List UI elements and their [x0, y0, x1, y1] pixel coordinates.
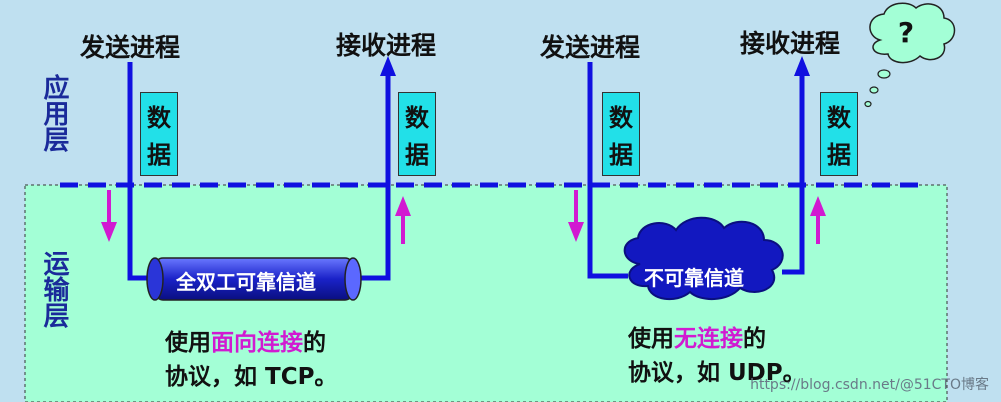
data-char: 据 — [827, 141, 851, 169]
left-send-path — [127, 62, 152, 281]
data-char: 据 — [609, 141, 633, 169]
right-desc-highlight: 无连接 — [674, 326, 743, 352]
right-description: 使用无连接的 协议，如 UDP。 — [628, 322, 806, 390]
data-char: 据 — [147, 141, 171, 169]
right-recv-arrowhead — [794, 56, 810, 76]
data-char: 数 — [827, 104, 851, 132]
right-desc-suffix: 的 — [743, 326, 766, 352]
right-desc-prefix: 使用 — [628, 326, 674, 352]
right-up-arrow — [810, 196, 826, 244]
right-receiver-label: 接收进程 — [740, 29, 841, 58]
right-send-path — [587, 62, 628, 279]
right-desc-line2: 协议，如 UDP。 — [628, 360, 806, 386]
right-channel-label: 不可靠信道 — [644, 266, 744, 290]
right-channel-cloud — [623, 216, 784, 301]
watermark: https://blog.csdn.net/@51CTO博客 — [750, 377, 989, 393]
data-char: 数 — [147, 104, 171, 132]
data-char: 数 — [405, 104, 429, 132]
left-channel-pipe — [146, 257, 362, 301]
data-char: 据 — [405, 141, 429, 169]
left-channel-label: 全双工可靠信道 — [176, 270, 316, 294]
left-up-arrow — [395, 196, 411, 244]
right-down-arrow — [568, 190, 584, 242]
left-recv-arrowhead — [380, 56, 396, 76]
left-sender-label: 发送进程 — [80, 33, 181, 62]
transport-layer-label: 运输层 — [39, 250, 69, 328]
right-send-data-box: 数 据 — [602, 92, 640, 176]
right-sender-label: 发送进程 — [540, 33, 641, 62]
left-down-arrow — [101, 190, 117, 242]
left-desc-highlight: 面向连接 — [211, 330, 303, 356]
application-layer-label: 应用层 — [39, 74, 69, 152]
left-desc-prefix: 使用 — [165, 330, 211, 356]
left-recv-path — [358, 72, 391, 281]
left-send-data-box: 数 据 — [140, 92, 178, 176]
data-char: 数 — [609, 104, 633, 132]
left-desc-line2: 协议，如 TCP。 — [165, 364, 338, 390]
right-recv-path — [782, 72, 805, 275]
left-recv-data-box: 数 据 — [398, 92, 436, 176]
left-receiver-label: 接收进程 — [336, 31, 437, 60]
left-desc-suffix: 的 — [303, 330, 326, 356]
left-description: 使用面向连接的 协议，如 TCP。 — [165, 326, 337, 394]
thought-question-mark: ? — [898, 16, 914, 49]
thought-bubble: ? — [864, 2, 956, 108]
right-recv-data-box: 数 据 — [820, 92, 858, 176]
